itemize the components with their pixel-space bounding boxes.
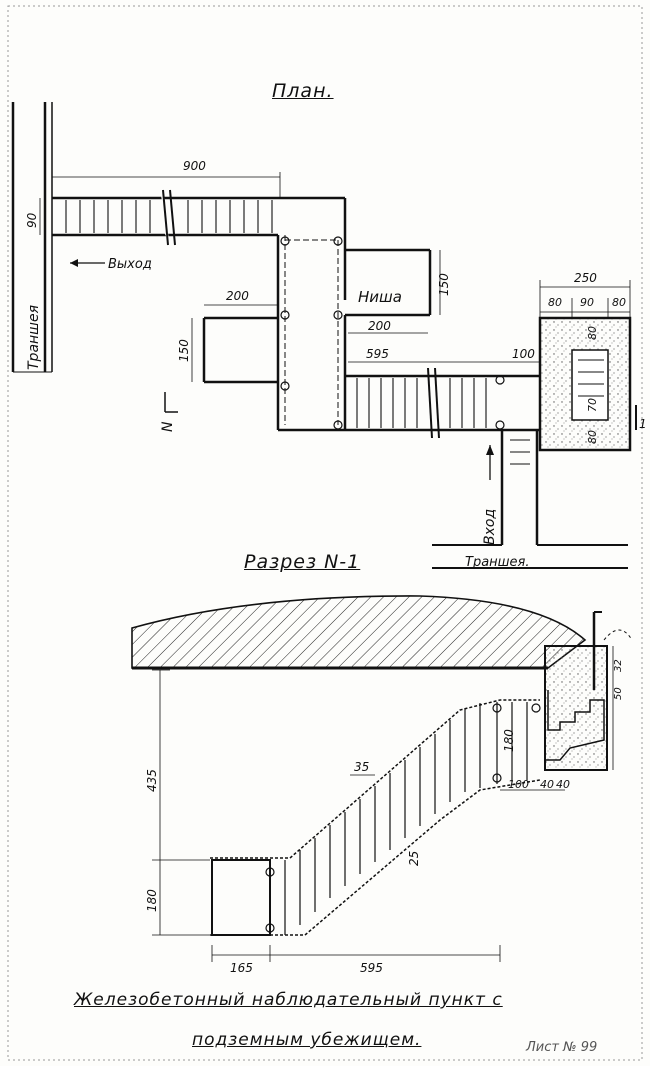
dim-niche-width: 200 (368, 319, 391, 333)
sheet-border (7, 5, 643, 1061)
central-chamber (276, 235, 347, 432)
dim-step-width: 35 (354, 760, 369, 774)
section-steps (284, 702, 528, 935)
dim-stair-length: 595 (360, 961, 383, 975)
caption-line-2: подземным убежищем. (192, 1030, 422, 1050)
section-text: 435 180 35 25 180 100 40 40 32 50 165 59… (145, 659, 624, 975)
lower-corridor (345, 374, 540, 432)
column-marks (280, 236, 505, 430)
upper-corridor-steps (65, 200, 273, 233)
section-view (131, 595, 633, 962)
plan-title: План. (272, 80, 334, 102)
sheet-number: Лист № 99 (526, 1040, 598, 1055)
dim-landing-100: 100 (508, 778, 529, 791)
dim-left-room-width: 200 (226, 289, 249, 303)
dim-step-height: 25 (407, 851, 421, 866)
entrance-passage (432, 430, 628, 569)
plan-label-niche: Ниша (358, 288, 402, 306)
dim-corridor-top-length: 900 (183, 159, 206, 173)
left-trench (11, 102, 53, 373)
dim-landing-40a: 40 (540, 778, 554, 791)
dim-post-b: 90 (580, 296, 594, 309)
stair-slab-bottom (210, 779, 541, 936)
dim-post-v1: 80 (586, 326, 599, 340)
break-marks (160, 189, 440, 439)
plan-dimension-lines (39, 172, 631, 382)
dim-post-v2: 70 (586, 398, 599, 412)
section-dimension-lines (152, 646, 614, 962)
stair-slab-top (210, 699, 540, 859)
section-title: Разрез N-1 (244, 551, 361, 573)
dim-depth-lower: 180 (145, 889, 159, 912)
dim-corridor-top-width: 90 (25, 212, 39, 228)
plan-text: Траншея Выход Ниша Вход Траншея. N 900 9… (25, 159, 647, 570)
plan-label-trench-left: Траншея (26, 305, 42, 370)
dim-landing-40b: 40 (556, 778, 570, 791)
earth-mound (131, 595, 587, 669)
dim-corridor-lower-width: 100 (512, 347, 535, 361)
dim-bottom-room: 165 (230, 961, 253, 975)
plan-label-exit: Выход (108, 257, 152, 272)
north-arrow (164, 392, 178, 413)
plan-label-entrance: Вход (482, 509, 498, 545)
dim-upper-landing: 180 (502, 729, 516, 752)
caption-line-1: Железобетонный наблюдательный пункт с (74, 990, 503, 1010)
dim-left-room-depth: 150 (177, 339, 191, 362)
plan-label-north: N (160, 421, 176, 432)
section-mark-label: 1 (639, 417, 647, 431)
plan-view (11, 102, 637, 569)
dim-depth-upper: 435 (145, 769, 159, 792)
dim-post-total: 250 (574, 271, 597, 285)
bottom-room (211, 859, 271, 936)
plan-label-trench-bottom: Траншея. (465, 555, 530, 570)
upper-corridor (52, 196, 347, 250)
dim-niche-depth: 150 (437, 273, 451, 296)
dim-post-v3: 80 (586, 430, 599, 444)
left-room (202, 316, 278, 384)
dim-post-height-a: 32 (613, 659, 624, 672)
lower-corridor-steps (356, 359, 604, 465)
dim-corridor-lower-length: 595 (366, 347, 389, 361)
section-post (544, 611, 633, 771)
niche (345, 248, 432, 317)
dim-post-height-b: 50 (613, 687, 624, 700)
dim-post-c: 80 (612, 296, 626, 309)
dim-post-a: 80 (548, 296, 562, 309)
